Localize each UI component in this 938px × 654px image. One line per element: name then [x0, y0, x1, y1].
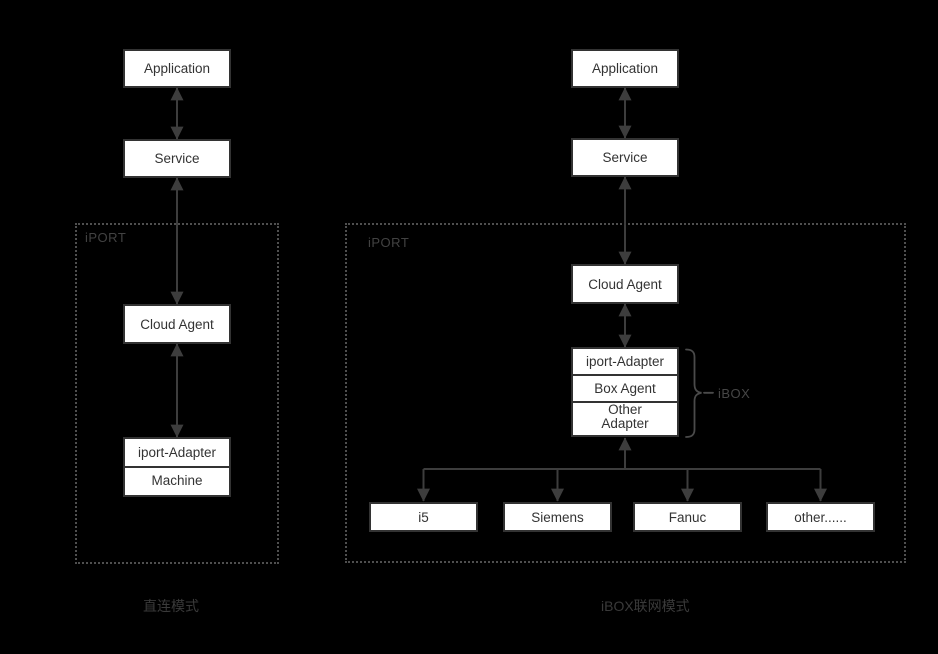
stack-row-label: iport-Adapter — [585, 354, 665, 369]
node-cloud-agent-right: Cloud Agent — [571, 264, 679, 304]
node-label: Application — [591, 61, 659, 76]
node-application-left: Application — [123, 49, 231, 88]
node-device-siemens: Siemens — [503, 502, 612, 532]
stack-row-other-adapter: Other Adapter — [573, 401, 677, 431]
stack-row-machine: Machine — [125, 466, 229, 493]
stack-row-box-agent: Box Agent — [573, 374, 677, 401]
node-device-i5: i5 — [369, 502, 478, 532]
node-application-right: Application — [571, 49, 679, 88]
node-device-fanuc: Fanuc — [633, 502, 742, 532]
node-label: Cloud Agent — [588, 276, 662, 292]
node-device-other: other...... — [766, 502, 875, 532]
caption-direct-mode: 直连模式 — [143, 598, 199, 614]
node-service-left: Service — [123, 139, 231, 178]
stack-row-label: Other Adapter — [601, 402, 649, 431]
iport-group-left — [75, 223, 279, 564]
stack-row-label: Box Agent — [594, 381, 656, 396]
node-label: Service — [602, 150, 648, 165]
node-label: Fanuc — [668, 509, 707, 525]
stack-row-iport-adapter: iport-Adapter — [125, 439, 229, 466]
node-label: Service — [154, 151, 200, 166]
node-label: Application — [143, 61, 211, 76]
stack-row-iport-adapter: iport-Adapter — [573, 349, 677, 374]
node-label: Siemens — [531, 509, 584, 525]
stack-ibox: iport-Adapter Box Agent Other Adapter — [571, 347, 679, 437]
stack-adapter-machine: iport-Adapter Machine — [123, 437, 231, 497]
stack-row-label: iport-Adapter — [137, 445, 217, 460]
node-label: Cloud Agent — [140, 316, 214, 332]
iport-group-label-right: iPORT — [368, 235, 410, 250]
stack-row-label: Machine — [151, 473, 203, 488]
node-label: i5 — [418, 509, 429, 525]
ibox-brace-label: iBOX — [718, 386, 751, 401]
node-service-right: Service — [571, 138, 679, 177]
node-label: other...... — [794, 509, 847, 525]
caption-ibox-network-mode: iBOX联网模式 — [601, 598, 690, 614]
node-cloud-agent-left: Cloud Agent — [123, 304, 231, 344]
iport-group-label-left: iPORT — [85, 230, 127, 245]
